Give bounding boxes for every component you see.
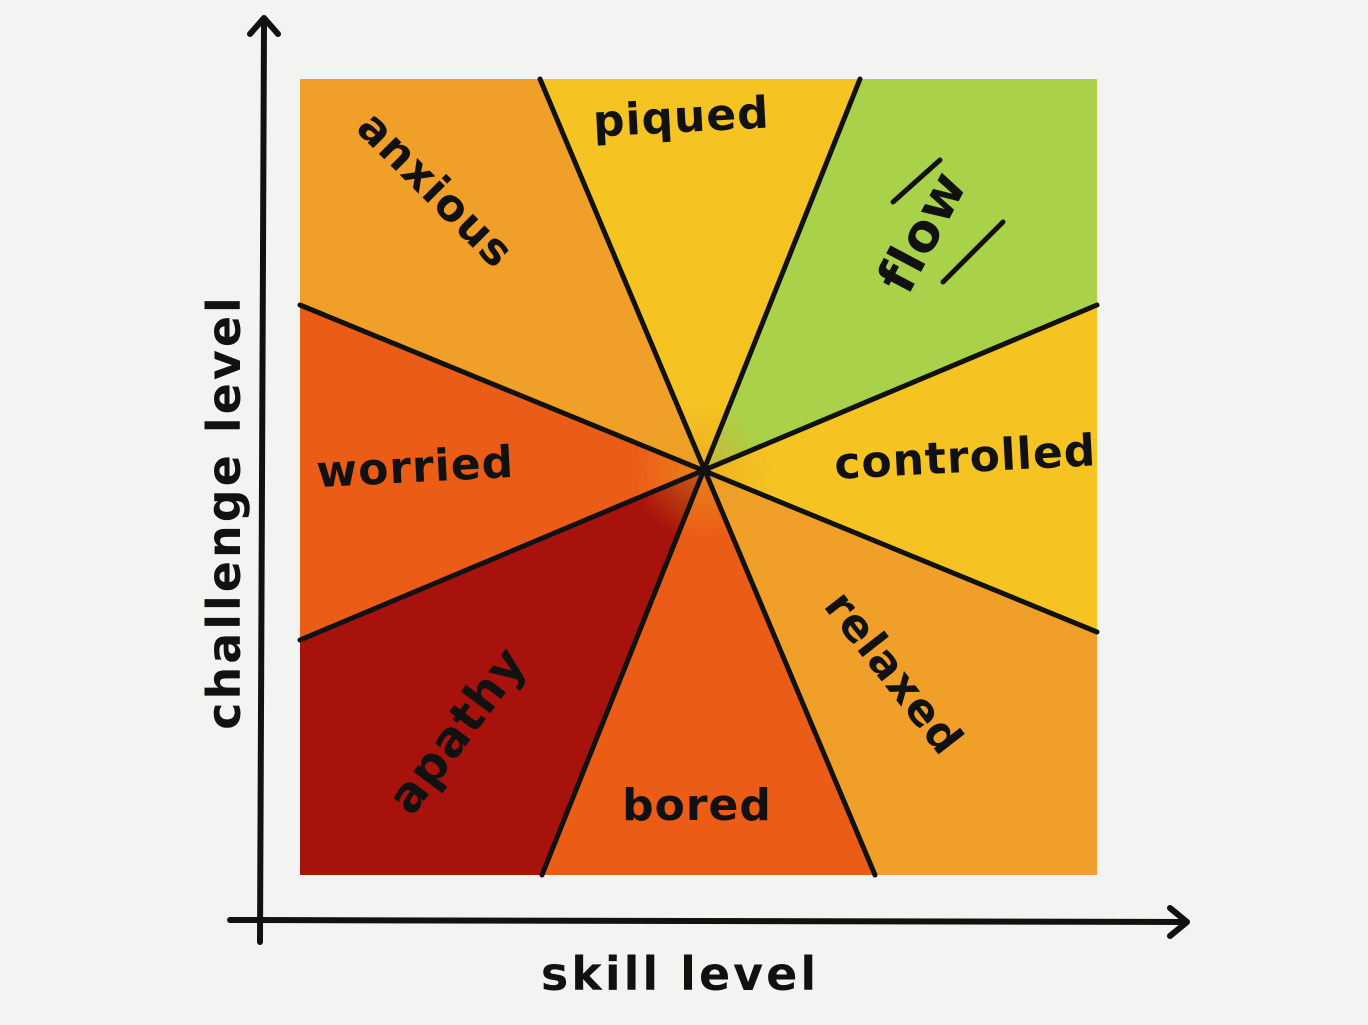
label-worried: worried (315, 437, 515, 498)
divider-line (539, 76, 863, 878)
sector-controlled (702, 305, 1097, 632)
sector-relaxed (702, 470, 1097, 875)
y-axis-arrowhead (247, 15, 281, 37)
sector-bored (542, 470, 875, 875)
divider-lines (297, 76, 1100, 878)
x-axis-label: skill level (541, 947, 819, 1001)
y-axis-label: challenge level (197, 294, 251, 730)
divider-line (297, 302, 1100, 643)
sector-piqued (540, 79, 860, 470)
sector-apathy (300, 470, 702, 875)
label-piqued: piqued (592, 87, 771, 147)
label-bored: bored (622, 780, 772, 831)
y-axis (257, 19, 267, 945)
divider-line (297, 302, 1100, 635)
sector-flow (702, 79, 1097, 470)
axes (227, 15, 1190, 945)
divider-line (537, 76, 878, 878)
sector-anxious (300, 79, 702, 470)
flow-underline-bottom (940, 219, 1006, 285)
sector-worried (300, 305, 702, 640)
x-axis-arrowhead (1167, 905, 1190, 939)
flow-underline-top (890, 157, 943, 205)
x-axis (227, 917, 1189, 925)
sector-group (300, 79, 1097, 875)
